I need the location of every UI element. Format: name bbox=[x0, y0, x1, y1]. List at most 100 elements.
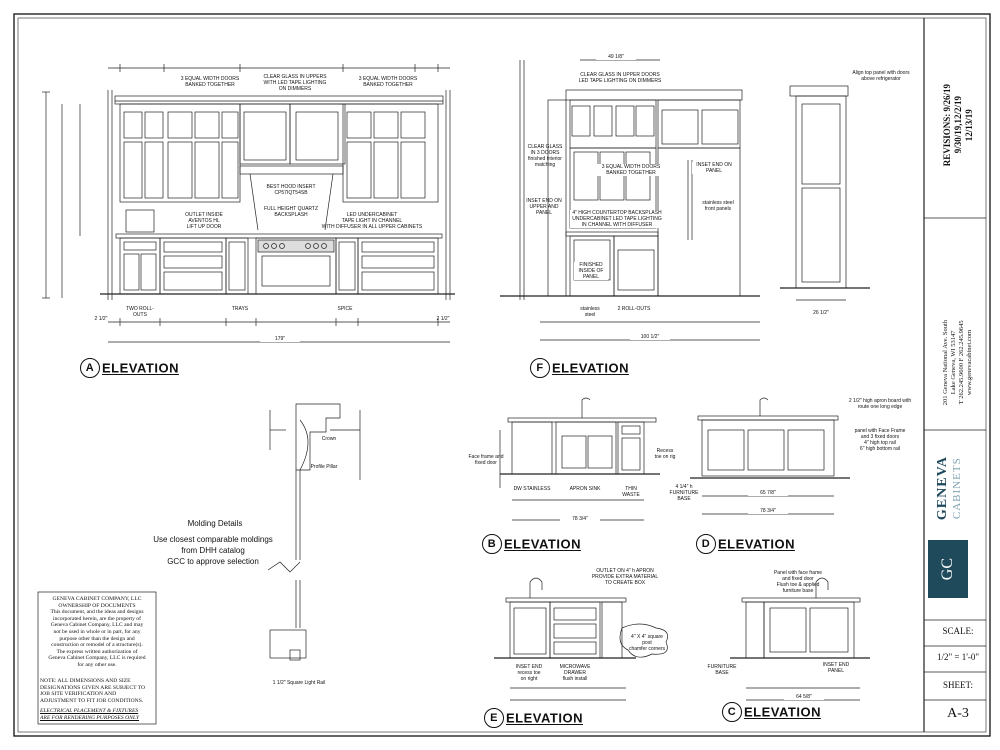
c-note-furniture: FURNITURE BASE bbox=[707, 664, 737, 676]
b-label-sink: APRON SINK bbox=[569, 486, 601, 492]
logo-box bbox=[928, 540, 968, 598]
f-note-finished: FINISHED INSIDE OF PANEL bbox=[574, 262, 608, 280]
d-note-apron: 2 1/2" high apron board with route one l… bbox=[848, 398, 912, 410]
f-note-glass: CLEAR GLASS IN UPPER DOORS LED TAPE LIGH… bbox=[578, 72, 662, 84]
molding-title: Molding Details bbox=[187, 519, 243, 528]
view-label-a: ELEVATION bbox=[102, 360, 179, 376]
d-note-panel: panel with Face Frame and 3 fixed doors … bbox=[854, 428, 906, 452]
f-note-doors: 3 EQUAL WIDTH DOORS BANKED TOGETHER bbox=[596, 164, 666, 176]
address-line-2: Lake Geneva, WI 53147 bbox=[950, 331, 957, 395]
scale-value: 1/2" = 1'-0" bbox=[936, 652, 980, 662]
view-label-f: ELEVATION bbox=[552, 360, 629, 376]
view-marker-d: D bbox=[696, 534, 716, 554]
scale-label: SCALE: bbox=[942, 626, 974, 636]
b-label-thin: THIN WASTE bbox=[622, 486, 640, 498]
f-note-steel-panels: stainless steel front panels bbox=[702, 200, 734, 212]
a-dim-right: 2 1/2" bbox=[436, 316, 450, 322]
brand-name: GENEVA bbox=[935, 455, 950, 521]
d-note-furniture: 4 1/4" h FURNITURE BASE bbox=[669, 484, 699, 502]
e-note-micro: MICROWAVE DRAWER flush install bbox=[559, 664, 591, 682]
a-dim-total: 179" bbox=[260, 336, 300, 342]
a-note-backsplash: FULL HEIGHT QUARTZ BACKSPLASH bbox=[263, 206, 319, 218]
a-note-top-right: 3 EQUAL WIDTH DOORS BANKED TOGETHER bbox=[358, 76, 418, 88]
elevation-a-drawing bbox=[42, 64, 455, 343]
c-note-inset: INSET END PANEL bbox=[822, 662, 850, 674]
e-note-inset: INSET END recess toe on right bbox=[515, 664, 543, 682]
sheet-inner-border bbox=[17, 17, 987, 733]
f-dim-top: 49 1/8" bbox=[596, 54, 636, 60]
brand-subtitle: CABINETS bbox=[951, 457, 963, 519]
brand-cell: GENEVA CABINETS bbox=[930, 440, 970, 536]
address-line-3: T 262.245.9600 F 262.245.9645 bbox=[958, 321, 965, 405]
a-note-top-left: 3 EQUAL WIDTH DOORS BANKED TOGETHER bbox=[180, 76, 240, 88]
a-dim-left: 2 1/2" bbox=[94, 316, 108, 322]
d-dim-total: 78 3/4" bbox=[748, 508, 788, 514]
molding-details-drawing bbox=[267, 403, 361, 661]
c-note-panel: Panel with face frame and fixed door Flu… bbox=[773, 570, 823, 594]
c-dim-total: 64 5/8" bbox=[784, 694, 824, 700]
f-note-inset-panel: INSET END ON PANEL bbox=[692, 162, 736, 174]
e-note-post: 4" X 4" square post chamfer corners bbox=[628, 634, 666, 652]
a-base-label-1: TWO ROLL- OUTS bbox=[126, 306, 154, 318]
b-dim-total: 78 3/4" bbox=[560, 516, 600, 522]
view-label-c: ELEVATION bbox=[744, 704, 821, 720]
f-note-glass-side: CLEAR GLASS IN 3 DOORS finished interior… bbox=[527, 144, 563, 168]
sheet-label: SHEET: bbox=[942, 680, 974, 690]
elevation-d-drawing bbox=[690, 397, 850, 515]
address-line-4: www.genevacabinet.com bbox=[966, 330, 973, 396]
sheet-border bbox=[13, 13, 991, 737]
view-marker-a: A bbox=[80, 358, 100, 378]
elevation-f-drawing bbox=[500, 59, 870, 341]
revisions-line-2: 9/30/19,12/2/19 bbox=[952, 96, 963, 154]
f-note-rollouts: 2 ROLL-OUTS bbox=[617, 306, 651, 312]
view-label-b: ELEVATION bbox=[504, 536, 581, 552]
elevation-b-drawing bbox=[499, 397, 660, 521]
ownership-electrical: ELECTRICAL PLACEMENT & FIXTURES ARE FOR … bbox=[40, 708, 140, 721]
e-note-outlet: OUTLET ON 4" h APRON PROVIDE EXTRA MATER… bbox=[591, 568, 659, 586]
address-cell: 201 Geneva National Ave. South Lake Gene… bbox=[926, 300, 990, 426]
molding-note: Use closest comparable moldings from DHH… bbox=[153, 535, 273, 566]
view-marker-c: C bbox=[722, 702, 742, 722]
view-label-e: ELEVATION bbox=[506, 710, 583, 726]
f-note-align: Align top panel with doors above refrige… bbox=[852, 70, 910, 82]
elevation-c-drawing bbox=[730, 577, 870, 701]
b-note-recess: Recess toe on rig bbox=[654, 448, 676, 460]
a-note-top-mid: CLEAR GLASS IN UPPERS WITH LED TAPE LIGH… bbox=[263, 74, 327, 92]
f-note-stainless: stainless steel bbox=[580, 306, 600, 318]
ownership-note: NOTE: ALL DIMENSIONS AND SIZE DESIGNATIO… bbox=[40, 678, 146, 704]
elevation-e-drawing bbox=[494, 577, 668, 701]
f-note-inset-upper: INSET END ON UPPER AND PANEL bbox=[526, 198, 562, 216]
f-dim-total: 100 1/2" bbox=[630, 334, 670, 340]
b-label-dw: DW STAINLESS bbox=[513, 486, 551, 492]
sheet-number: A-3 bbox=[947, 706, 969, 721]
view-label-d: ELEVATION bbox=[718, 536, 795, 552]
a-note-hood: BEST HOOD INSERT CP57IQT54SB bbox=[266, 184, 316, 196]
address-line-1: 201 Geneva National Ave. South bbox=[942, 320, 949, 406]
molding-rail: 1 1/2" Square Light Rail bbox=[272, 680, 326, 686]
revisions-line-1: REVISIONS: 9/26/19 bbox=[941, 83, 952, 167]
view-marker-e: E bbox=[484, 708, 504, 728]
d-dim: 65 7/8" bbox=[748, 490, 788, 496]
molding-crown: Crown bbox=[321, 436, 337, 442]
a-base-label-2: TRAYS bbox=[231, 306, 249, 312]
a-note-outlet: OUTLET INSIDE AVENTOS HL LIFT UP DOOR bbox=[185, 212, 223, 230]
view-marker-f: F bbox=[530, 358, 550, 378]
view-marker-b: B bbox=[482, 534, 502, 554]
revisions-cell: REVISIONS: 9/26/19 9/30/19,12/2/19 12/13… bbox=[926, 40, 990, 210]
a-base-label-3: SPICE bbox=[337, 306, 353, 312]
logo-text: GC bbox=[939, 557, 956, 581]
revisions-line-3: 12/13/19 bbox=[963, 108, 974, 141]
ownership-text: GENEVA CABINET COMPANY, LLC OWNERSHIP OF… bbox=[48, 596, 146, 668]
f-dim-side: 26 1/2" bbox=[813, 310, 829, 316]
b-note-face: Face frame and fixed door bbox=[468, 454, 504, 466]
ownership-box bbox=[37, 591, 157, 725]
f-note-backsplash: 4" HIGH COUNTERTOP BACKSPLASH UNDERCABIN… bbox=[570, 210, 664, 228]
